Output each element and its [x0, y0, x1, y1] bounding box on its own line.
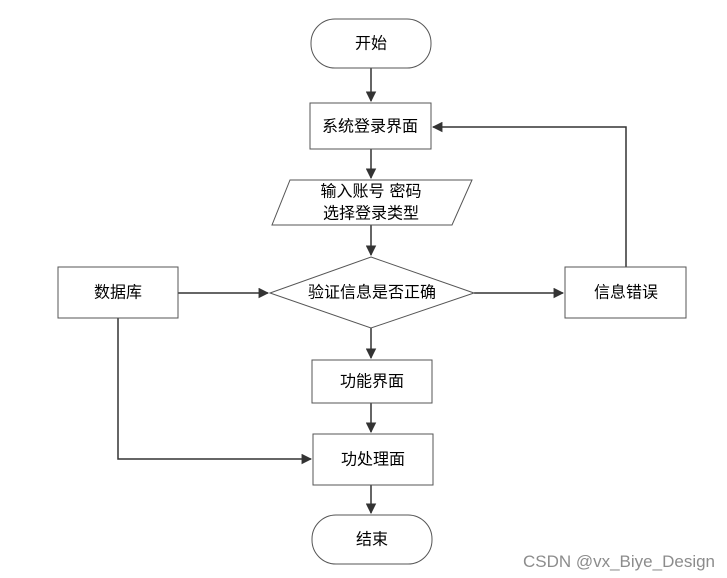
login-page-node-label: 系统登录界面 — [322, 117, 418, 136]
end-node-label: 结束 — [356, 530, 388, 549]
function-page-node: 功能界面 — [311, 359, 433, 404]
edge-error-to-login — [431, 121, 627, 267]
input-node-shape — [271, 179, 473, 226]
login-page-node: 系统登录界面 — [309, 102, 432, 150]
start-node-label: 开始 — [355, 34, 387, 53]
error-node: 信息错误 — [564, 266, 687, 319]
input-node-label-line2: 选择登录类型 — [323, 204, 419, 223]
database-node-shape — [57, 266, 179, 319]
end-node: 结束 — [311, 514, 433, 565]
function-page-node-shape — [311, 359, 433, 404]
input-node-label-line1: 输入账号 密码 — [320, 182, 421, 201]
start-node-shape — [310, 18, 432, 69]
process-page-node-shape — [312, 433, 434, 486]
error-node-shape — [564, 266, 687, 319]
input-node: 输入账号 密码 选择登录类型 — [271, 179, 473, 226]
process-page-node-label: 功处理面 — [341, 450, 405, 469]
edge-database-to-process — [117, 318, 313, 465]
watermark: CSDN @vx_Biye_Design — [522, 552, 715, 571]
verify-node-shape — [268, 256, 476, 329]
database-node-label: 数据库 — [94, 283, 142, 302]
end-node-shape — [311, 514, 433, 565]
verify-node-label: 验证信息是否正确 — [308, 283, 436, 302]
verify-node: 验证信息是否正确 — [268, 256, 476, 329]
error-node-label: 信息错误 — [594, 283, 658, 302]
database-node: 数据库 — [57, 266, 179, 319]
login-page-node-shape — [309, 102, 432, 150]
process-page-node: 功处理面 — [312, 433, 434, 486]
start-node: 开始 — [310, 18, 432, 69]
function-page-node-label: 功能界面 — [340, 372, 404, 391]
